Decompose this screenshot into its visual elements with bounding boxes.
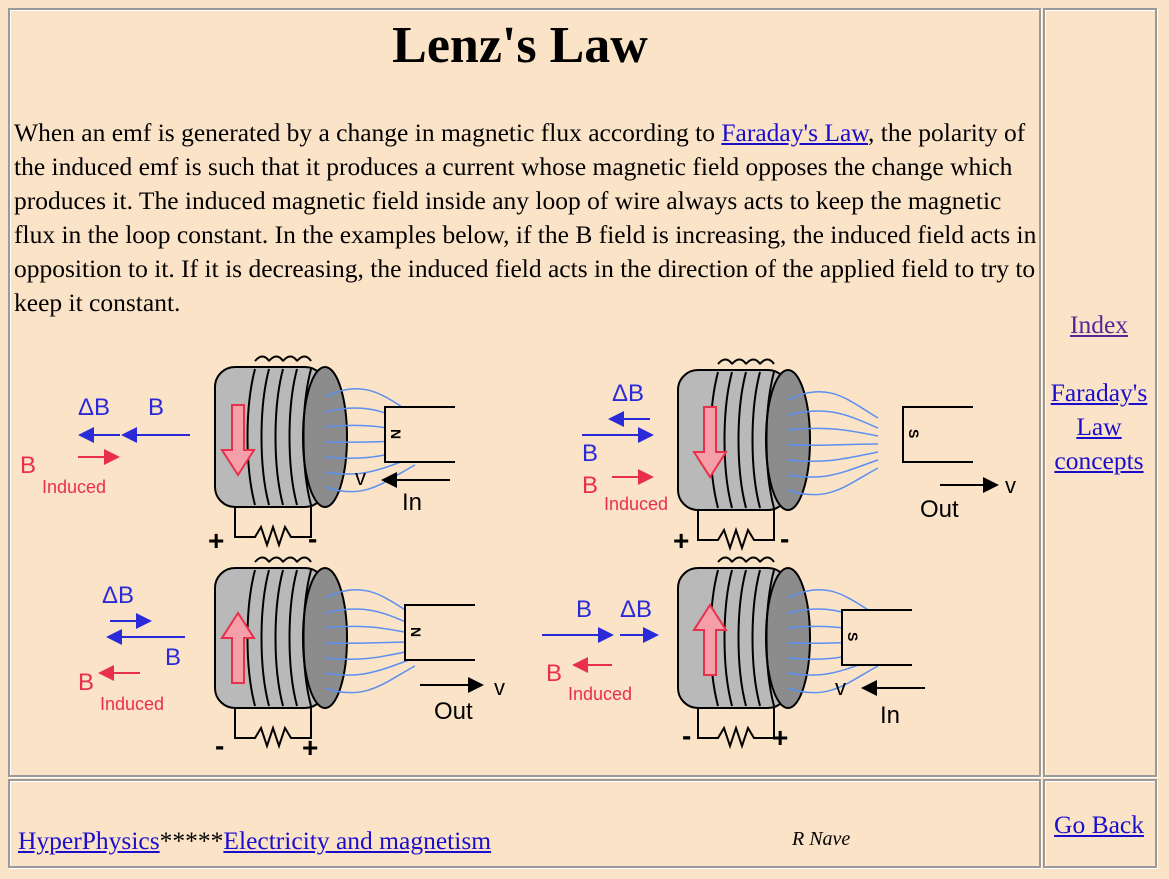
faraday-concepts-line1: Faraday's [1050, 378, 1148, 407]
pole-n-1: N [388, 429, 404, 439]
plus-3: + [302, 732, 318, 763]
footer-stars: ***** [159, 826, 224, 855]
page-title: Lenz's Law [392, 17, 648, 74]
faraday-law-link[interactable]: Faraday's Law [721, 118, 869, 147]
diagram-increasing-south: B ΔB B Induced S v In - + [542, 556, 925, 753]
electricity-magnetism-link[interactable]: Electricity and magnetism [223, 826, 492, 855]
intro-text-before: When an emf is generated by a change in … [14, 118, 722, 147]
hyperphysics-link[interactable]: HyperPhysics [18, 826, 160, 855]
b-label-3: B [165, 644, 181, 671]
footer-side-cell [1043, 779, 1157, 868]
induced-label-3: Induced [100, 694, 164, 714]
intro-text-after: , the polarity of the induced emf is suc… [14, 118, 1037, 317]
v-label-2: v [1005, 473, 1016, 498]
b-induced-label-1: B [20, 452, 36, 479]
footer-nav: HyperPhysics*****Electricity and magneti… [18, 826, 491, 856]
go-back-link[interactable]: Go Back [1054, 810, 1144, 839]
main-cell [8, 8, 1041, 777]
delta-b-label-1: ΔB [78, 394, 110, 421]
b-label-4: B [576, 596, 592, 623]
pole-s-2: S [906, 429, 922, 438]
intro-paragraph: When an emf is generated by a change in … [14, 116, 1038, 320]
plus-4: + [772, 722, 788, 753]
b-label-1: B [148, 394, 164, 421]
minus-2: - [780, 523, 789, 554]
plus-1: + [208, 525, 224, 556]
faraday-concepts-line3: concepts [1054, 446, 1144, 475]
induced-label-2: Induced [604, 494, 668, 514]
pole-s-4: S [845, 632, 861, 641]
minus-3: - [215, 730, 224, 761]
author-credit: R Nave [792, 828, 851, 850]
induced-label-1: Induced [42, 477, 106, 497]
faraday-concepts-line2: Law [1076, 412, 1122, 441]
v-label-4: v [835, 675, 846, 700]
delta-b-label-2: ΔB [612, 380, 644, 407]
in-label-1: In [402, 489, 422, 516]
b-induced-label-3: B [78, 669, 94, 696]
out-label-2: Out [920, 496, 959, 523]
go-back-nav: Go Back [1044, 808, 1154, 842]
v-label-3: v [494, 675, 505, 700]
b-label-2: B [582, 440, 598, 467]
induced-label-4: Induced [568, 684, 632, 704]
delta-b-label-3: ΔB [102, 582, 134, 609]
pole-n-3: N [408, 627, 424, 637]
diagram-increasing-north: ΔB B B Induced N v In + - [20, 355, 456, 556]
index-link[interactable]: Index [1069, 310, 1129, 339]
diagram-decreasing-south: ΔB B B Induced S v Out + - [582, 358, 1016, 556]
sidebar-nav: Index [1044, 308, 1154, 342]
plus-2: + [673, 525, 689, 556]
v-label-1: v [355, 465, 366, 490]
diagram-decreasing-north: ΔB B B Induced N v Out - + [78, 556, 505, 763]
delta-b-label-4: ΔB [620, 596, 652, 623]
out-label-3: Out [434, 698, 473, 725]
minus-4: - [682, 720, 691, 751]
lenz-diagrams: ΔB B B Induced N v In + - ΔB B B Induced… [20, 355, 1016, 763]
side-cell [1043, 8, 1157, 777]
minus-1: - [308, 523, 317, 554]
b-induced-label-2: B [582, 472, 598, 499]
footer-cell [8, 779, 1041, 868]
b-induced-label-4: B [546, 660, 562, 687]
in-label-4: In [880, 702, 900, 729]
